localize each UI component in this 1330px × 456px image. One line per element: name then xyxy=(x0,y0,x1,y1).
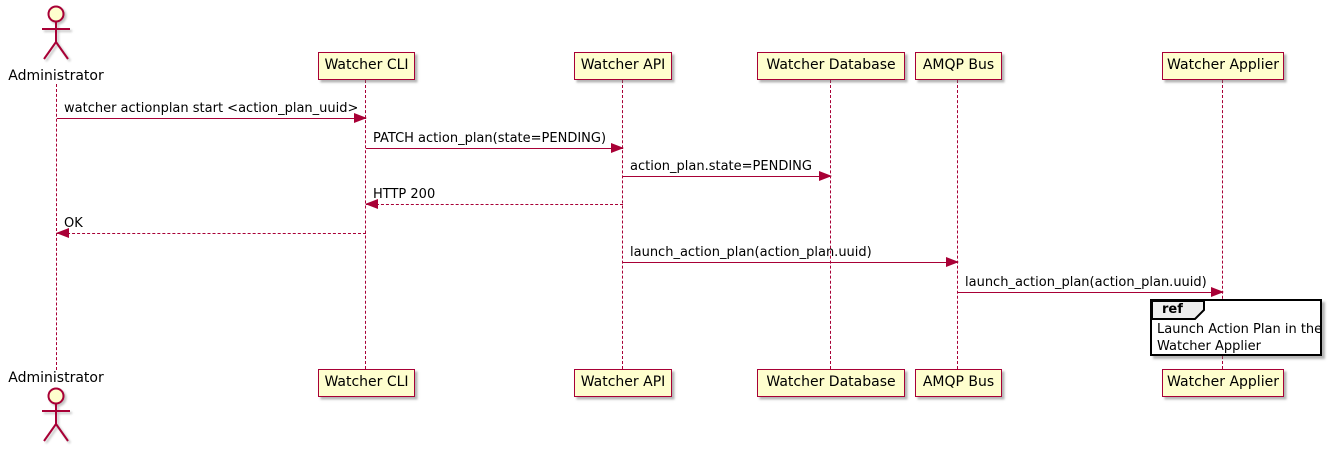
message-line xyxy=(57,113,367,123)
message-label: launch_action_plan(action_plan.uuid) xyxy=(965,275,1207,290)
participant-watcher-database-bottom: Watcher Database xyxy=(757,369,905,397)
lifeline-amqp-bus xyxy=(957,80,958,369)
lifeline-administrator xyxy=(56,84,57,370)
lifeline-watcher-api xyxy=(622,80,623,369)
message-label: PATCH action_plan(state=PENDING) xyxy=(373,131,607,146)
message-line xyxy=(958,287,1224,297)
message-line xyxy=(366,143,624,153)
message-line xyxy=(56,228,366,238)
message-patch-action-plan: PATCH action_plan(state=PENDING) xyxy=(366,131,624,153)
message-actionplan-start: watcher actionplan start <action_plan_uu… xyxy=(57,101,367,123)
message-launch-action-plan-amqp: launch_action_plan(action_plan.uuid) xyxy=(958,275,1224,297)
participant-amqp-bus-top: AMQP Bus xyxy=(915,52,1002,80)
message-ok: OK xyxy=(56,216,366,238)
actor-administrator-bottom-label: Administrator xyxy=(8,370,104,386)
ref-text-line2: Watcher Applier xyxy=(1157,339,1261,354)
arrowhead-right-icon xyxy=(819,171,832,181)
ref-keyword: ref xyxy=(1162,302,1183,317)
lifeline-watcher-applier xyxy=(1222,80,1223,369)
participant-watcher-applier-bottom: Watcher Applier xyxy=(1162,369,1284,397)
participant-watcher-applier-top: Watcher Applier xyxy=(1162,52,1284,80)
actor-icon xyxy=(42,387,70,442)
ref-tab-icon xyxy=(1151,300,1205,320)
arrowhead-left-icon xyxy=(56,228,69,238)
message-line xyxy=(365,199,623,209)
message-action-plan-state: action_plan.state=PENDING xyxy=(623,159,832,181)
actor-administrator-top-label: Administrator xyxy=(8,68,104,84)
message-http-200: HTTP 200 xyxy=(365,187,623,209)
message-label: watcher actionplan start <action_plan_uu… xyxy=(64,101,359,116)
message-line xyxy=(623,171,832,181)
participant-watcher-database-top: Watcher Database xyxy=(757,52,905,80)
lifeline-watcher-database xyxy=(830,80,831,369)
ref-fragment: ref Launch Action Plan in the Watcher Ap… xyxy=(1150,299,1322,356)
actor-icon xyxy=(42,5,70,60)
arrowhead-right-icon xyxy=(354,113,367,123)
ref-text: Launch Action Plan in the Watcher Applie… xyxy=(1157,321,1322,355)
arrowhead-right-icon xyxy=(611,143,624,153)
message-label: HTTP 200 xyxy=(373,187,436,202)
message-launch-action-plan-api: launch_action_plan(action_plan.uuid) xyxy=(623,245,959,267)
arrowhead-left-icon xyxy=(365,199,378,209)
message-label: launch_action_plan(action_plan.uuid) xyxy=(630,245,872,260)
participant-watcher-cli-top: Watcher CLI xyxy=(318,52,415,80)
message-label: OK xyxy=(64,216,83,231)
participant-amqp-bus-bottom: AMQP Bus xyxy=(915,369,1002,397)
ref-text-line1: Launch Action Plan in the xyxy=(1157,322,1323,337)
lifeline-watcher-cli xyxy=(365,80,366,369)
arrowhead-right-icon xyxy=(946,257,959,267)
message-line xyxy=(623,257,959,267)
participant-watcher-cli-bottom: Watcher CLI xyxy=(318,369,415,397)
message-label: action_plan.state=PENDING xyxy=(630,159,812,174)
arrowhead-right-icon xyxy=(1211,287,1224,297)
participant-watcher-api-top: Watcher API xyxy=(574,52,672,80)
participant-watcher-api-bottom: Watcher API xyxy=(574,369,672,397)
